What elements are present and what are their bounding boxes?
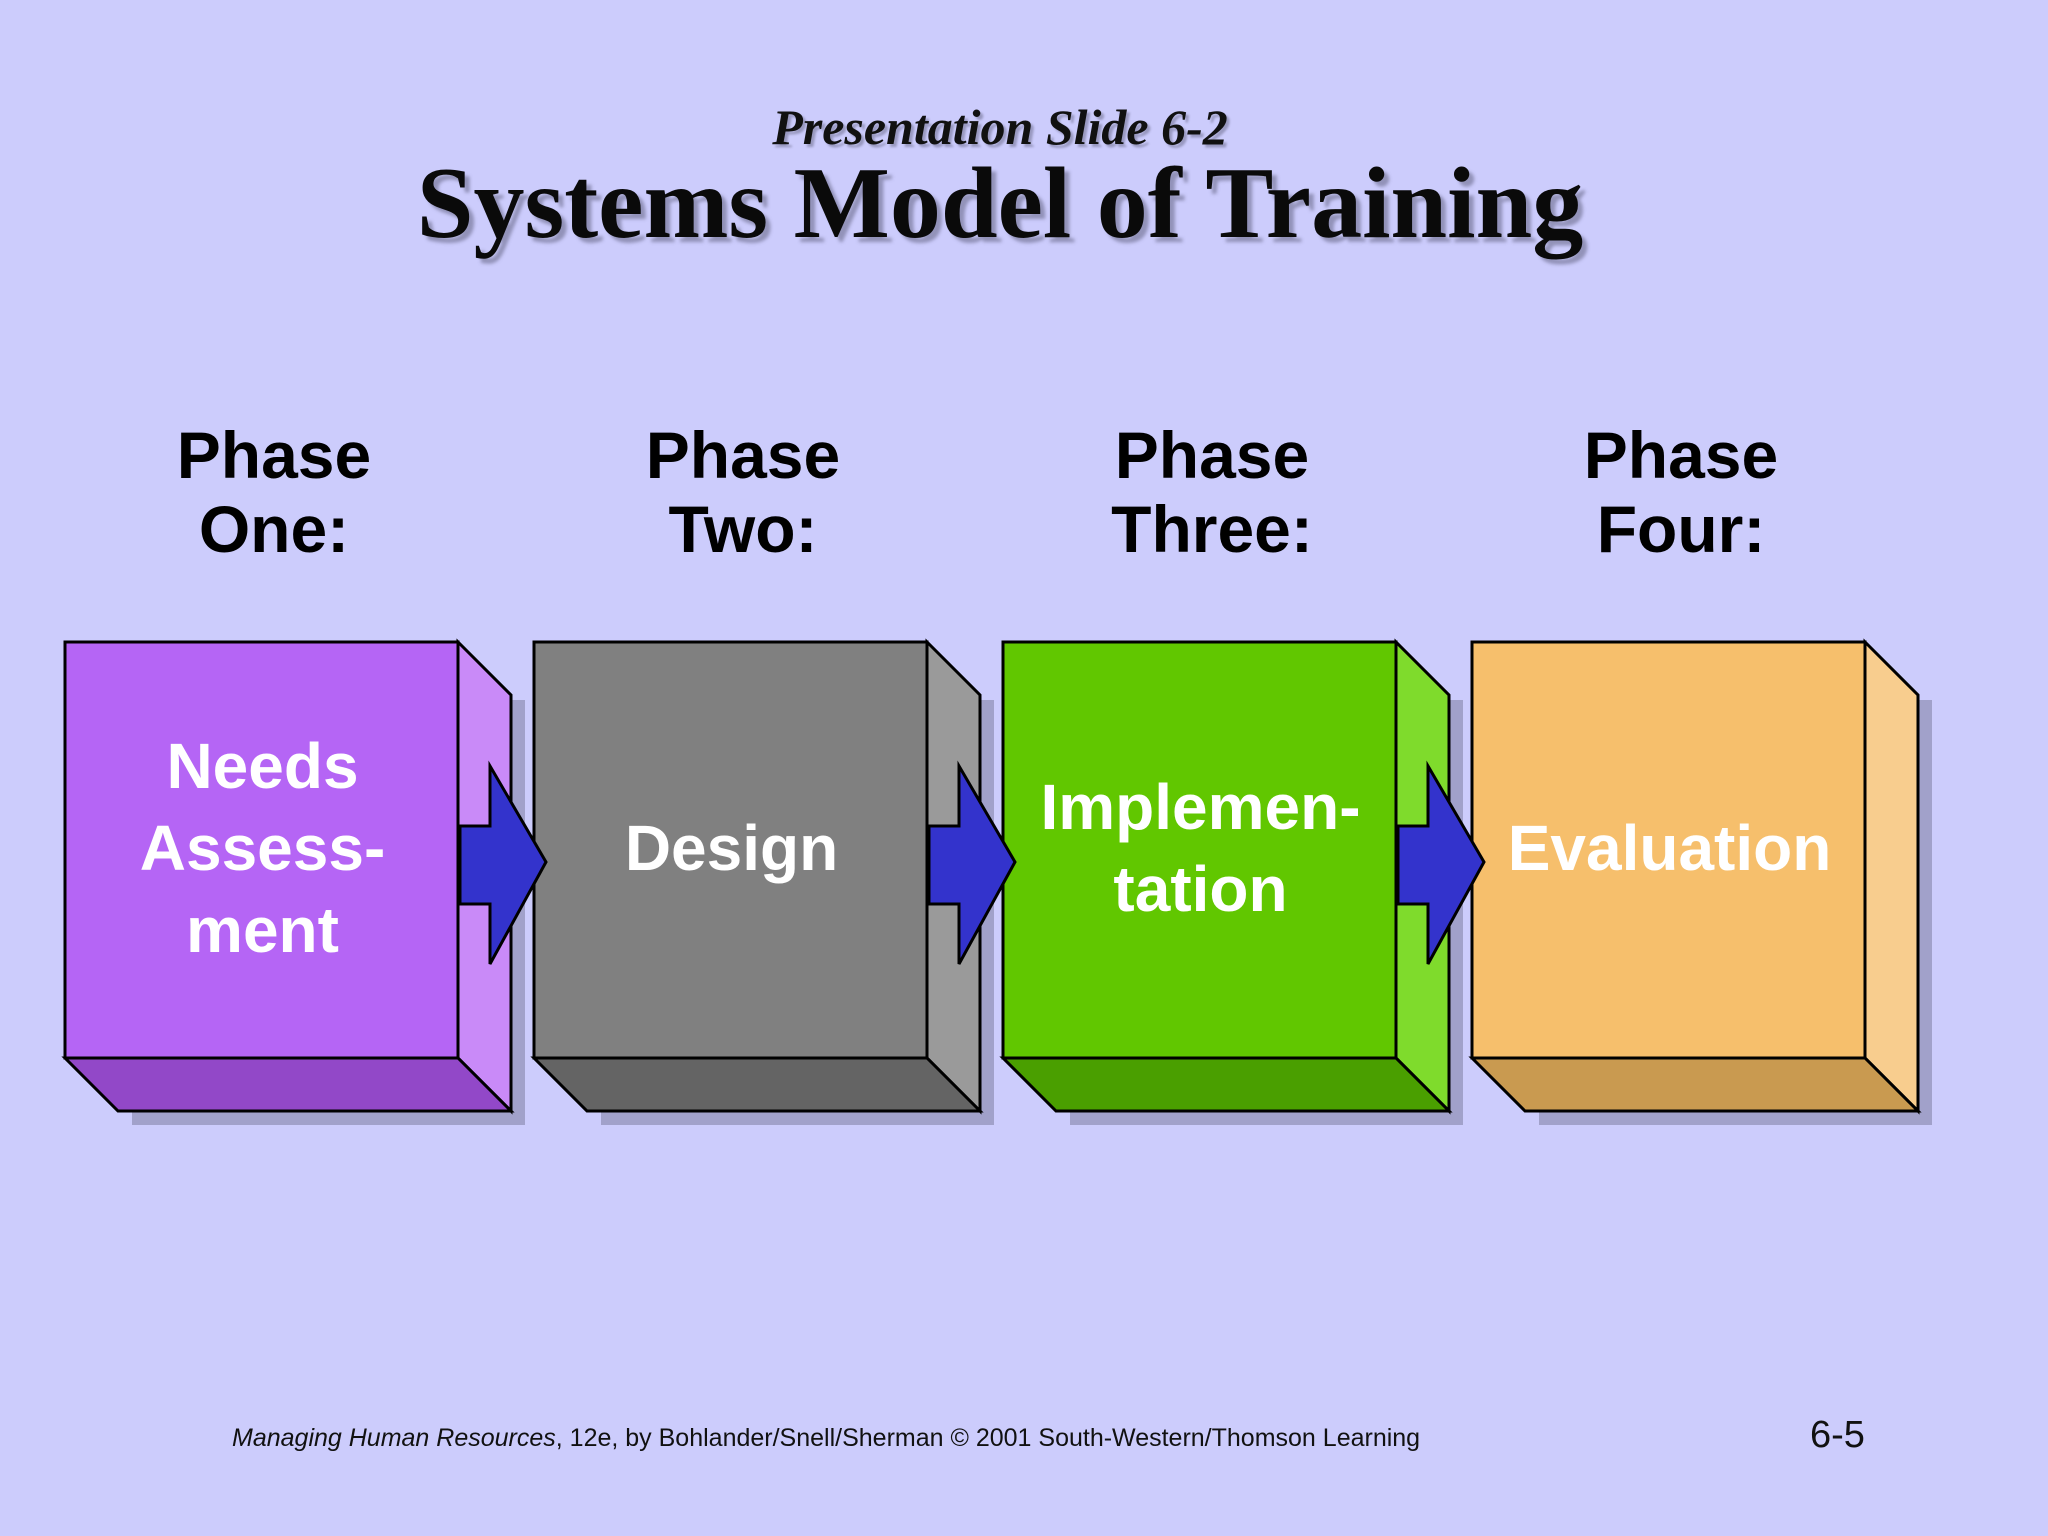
box-front-implementation bbox=[1001, 640, 1398, 1060]
phase-one-label-line1: Phase bbox=[176, 418, 372, 492]
footer-citation-rest: , 12e, by Bohlander/Snell/Sherman © 2001… bbox=[555, 1424, 1421, 1452]
box-text-line: tation bbox=[1113, 853, 1288, 925]
box-text-line: Needs bbox=[166, 730, 359, 802]
box-label-evaluation: Evaluation bbox=[1472, 640, 1867, 1056]
slide-subtitle: Presentation Slide 6-2 bbox=[772, 99, 1228, 155]
box-text-line: Implemen- bbox=[1040, 771, 1361, 843]
phase-one-label-line2: One: bbox=[198, 492, 350, 566]
box-text-line: Design bbox=[624, 812, 839, 884]
phase-three-label: Phase Three: bbox=[1012, 418, 1412, 566]
box-text-line: ment bbox=[186, 894, 339, 966]
box-front-needs-assessment bbox=[63, 640, 460, 1060]
footer-citation: Managing Human Resources, 12e, by Bohlan… bbox=[232, 1424, 1420, 1453]
box-front-evaluation bbox=[1470, 640, 1867, 1060]
phase-four-label-line2: Four: bbox=[1596, 492, 1766, 566]
phase-two-label-line1: Phase bbox=[645, 418, 841, 492]
box-label-needs-assessment: Needs Assess- ment bbox=[65, 640, 460, 1056]
phase-two-label: Phase Two: bbox=[543, 418, 943, 566]
box-bottom-needs-assessment bbox=[61, 1056, 515, 1113]
flow-arrow-2 bbox=[927, 760, 1017, 965]
box-side-evaluation bbox=[1863, 638, 1920, 1115]
box-label-implementation: Implemen- tation bbox=[1003, 640, 1398, 1056]
flow-arrow-1 bbox=[458, 760, 548, 965]
box-text-line: Assess- bbox=[139, 812, 386, 884]
slide-title: Systems Model of Training bbox=[416, 147, 1584, 260]
phase-two-label-line2: Two: bbox=[668, 492, 818, 566]
phase-four-label: Phase Four: bbox=[1481, 418, 1881, 566]
footer-book-title: Managing Human Resources bbox=[232, 1424, 556, 1452]
box-front-design bbox=[532, 640, 929, 1060]
flow-arrow-3 bbox=[1396, 760, 1486, 965]
box-label-design: Design bbox=[534, 640, 929, 1056]
box-bottom-design bbox=[530, 1056, 984, 1113]
box-text-line: Evaluation bbox=[1507, 812, 1832, 884]
box-bottom-implementation bbox=[999, 1056, 1453, 1113]
phase-three-label-line1: Phase bbox=[1114, 418, 1310, 492]
phase-four-label-line1: Phase bbox=[1583, 418, 1779, 492]
page-number: 6-5 bbox=[1810, 1414, 1865, 1456]
box-bottom-evaluation bbox=[1468, 1056, 1922, 1113]
phase-one-label: Phase One: bbox=[74, 418, 474, 566]
phase-three-label-line2: Three: bbox=[1111, 492, 1313, 566]
